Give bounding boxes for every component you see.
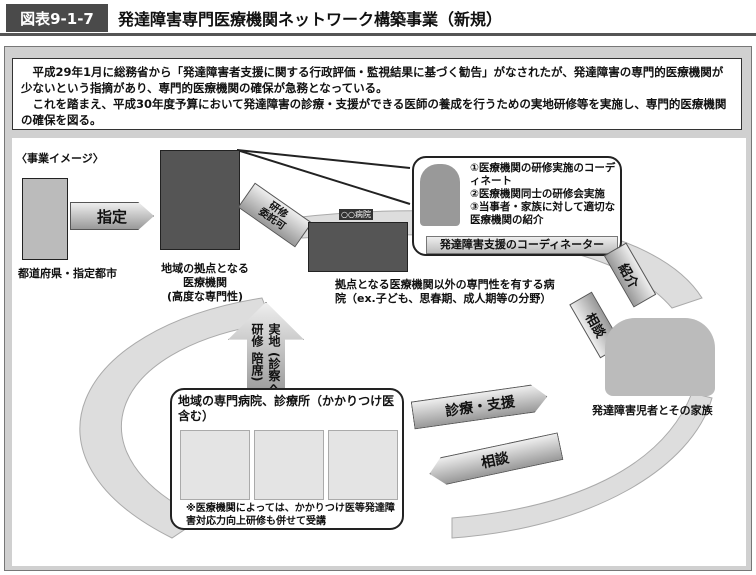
figure-label: 図表9-1-7 xyxy=(6,4,108,32)
coordinator-bubble: ①医療機関の研修実施のコーディネート ②医療機関同士の研修会実施 ③当事者・家族… xyxy=(412,156,622,256)
coordinator-avatar-icon xyxy=(420,164,460,226)
clinic-icon xyxy=(328,430,398,500)
clinic-icon xyxy=(254,430,324,500)
clinics-title: 地域の専門病院、診療所（かかりつけ医含む） xyxy=(178,394,395,423)
coordinator-tasks: ①医療機関の研修実施のコーディネート ②医療機関同士の研修会実施 ③当事者・家族… xyxy=(470,162,620,227)
header: 図表9-1-7 発達障害専門医療機関ネットワーク構築事業（新規） xyxy=(0,0,756,36)
onsite-label: 実地研修 xyxy=(250,323,281,347)
section-label: 〈事業イメージ〉 xyxy=(16,152,104,165)
hub-hospital-icon xyxy=(160,150,240,250)
hospital-sign: ○○病院 xyxy=(339,209,373,220)
hub-line: 医療機関 xyxy=(183,276,227,289)
intro-box: 平成29年1月に総務省から「発達障害者支援に関する行政評価・監視結果に基づく勧告… xyxy=(12,58,742,130)
family-icon xyxy=(605,318,715,396)
page-title: 発達障害専門医療機関ネットワーク構築事業（新規） xyxy=(118,10,503,29)
coordinator-label: 発達障害支援のコーディネーター xyxy=(426,236,618,254)
specialty-hospital-label: 拠点となる医療機関以外の専門性を有する病院（ex.子ども、思春期、成人期等の分野… xyxy=(335,278,555,305)
task-item: ②医療機関同士の研修会実施 xyxy=(470,188,605,200)
onsite-sub-label: (診察へ陪席) xyxy=(250,352,281,394)
intro-paragraph-2: これを踏まえ、平成30年度予算において発達障害の診療・支援ができる医師の養成を行… xyxy=(21,97,727,127)
designate-arrow: 指定 xyxy=(70,202,154,230)
family-label: 発達障害児者とその家族 xyxy=(592,404,713,417)
clinics-box: 地域の専門病院、診療所（かかりつけ医含む） ※医療機関によっては、かかりつけ医等… xyxy=(170,388,404,530)
hub-label: 地域の拠点となる 医療機関 (高度な専門性) xyxy=(150,262,260,304)
hub-line: (高度な専門性) xyxy=(166,290,244,303)
hub-line: 地域の拠点となる xyxy=(161,262,249,275)
prefecture-building-icon xyxy=(22,178,68,260)
care-label: 診療・支援 xyxy=(444,394,516,420)
intro-paragraph-1: 平成29年1月に総務省から「発達障害者支援に関する行政評価・監視結果に基づく勧告… xyxy=(21,65,724,95)
clinics-note: ※医療機関によっては、かかりつけ医等発達障害対応力向上研修も併せて受講 xyxy=(186,503,395,527)
consult-back-label: 相談 xyxy=(479,450,511,472)
specialty-hospital-icon: ○○病院 xyxy=(308,209,408,272)
task-item: ③当事者・家族に対して適切な医療機関の紹介 xyxy=(470,201,616,226)
clinic-icon xyxy=(180,430,250,500)
prefecture-label: 都道府県・指定都市 xyxy=(18,267,117,280)
task-item: ①医療機関の研修実施のコーディネート xyxy=(470,162,616,187)
designate-label: 指定 xyxy=(96,207,127,226)
